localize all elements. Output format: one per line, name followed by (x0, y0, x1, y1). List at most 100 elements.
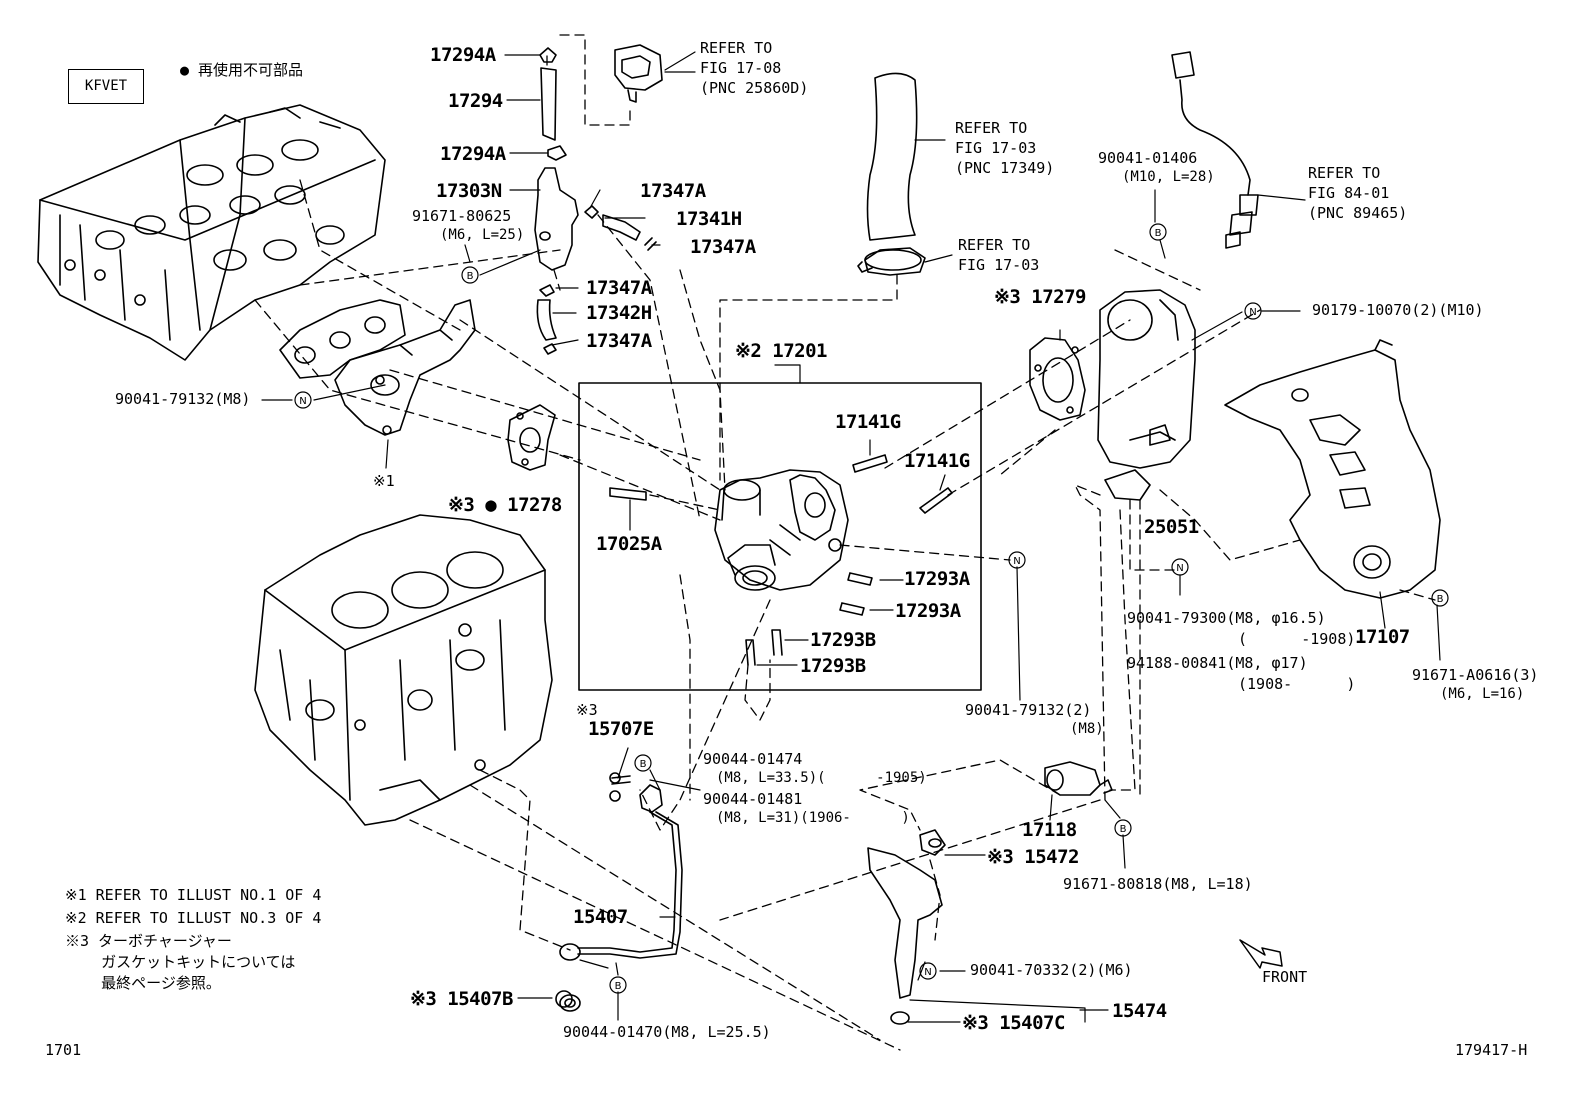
callout-90044-01474-spec: (M8, L=33.5)( -1905) (716, 770, 927, 786)
callout-91671-80625-spec: (M6, L=25) (440, 227, 525, 243)
svg-text:N: N (1013, 556, 1020, 567)
svg-text:B: B (1120, 824, 1127, 835)
svg-text:N: N (1176, 563, 1183, 574)
intake-hose-illustration (857, 72, 926, 276)
callout-17347A-3: 17347A (586, 277, 652, 299)
gasket-17278-illustration (507, 404, 556, 471)
callout-91671-80625: 91671-80625 (412, 207, 512, 225)
illustration-code: 179417-H (1455, 1041, 1528, 1059)
turbo-manifold-illustration (279, 299, 476, 436)
reference-fig-84-01: REFER TO FIG 84-01 (PNC 89465) (1308, 164, 1408, 222)
callout-17107: 17107 (1355, 626, 1410, 648)
note-1: ※1 REFER TO ILLUST NO.1 OF 4 (65, 886, 322, 904)
marker-glyphs: B B B B B B N N N N N (299, 228, 1443, 992)
callout-15472: ※3 15472 (987, 846, 1080, 868)
callout-91671-80818: 91671-80818(M8, L=18) (1063, 875, 1253, 893)
circled-markers (294, 223, 1449, 994)
callout-17141G-2: 17141G (904, 450, 970, 472)
page-code: 1701 (45, 1041, 82, 1059)
phantom-lines (254, 34, 1436, 1051)
callout-94188-00841: 94188-00841(M8, φ17) (1127, 654, 1308, 672)
turbocharger-illustration (714, 469, 849, 591)
callout-25051: 25051 (1144, 516, 1199, 538)
svg-text:B: B (1437, 594, 1444, 605)
callout-15707E-mark: ※3 (576, 701, 598, 719)
callout-17293B-1: 17293B (810, 629, 876, 651)
svg-text:B: B (615, 981, 622, 992)
engine-code-box: KFVET (68, 69, 144, 104)
callout-90044-01481-spec: (M8, L=31)(1906- ) (716, 810, 910, 826)
callout-90041-79132-2: 90041-79132(2) (965, 701, 1092, 719)
oil-feed-pipe-illustration (555, 772, 683, 1012)
svg-text:N: N (299, 396, 306, 407)
svg-text:B: B (1155, 228, 1162, 239)
note-2: ※2 REFER TO ILLUST NO.3 OF 4 (65, 909, 322, 927)
callout-90044-01470: 90044-01470(M8, L=25.5) (563, 1023, 771, 1041)
svg-text:N: N (1249, 307, 1256, 318)
svg-text:B: B (467, 271, 474, 282)
stud-bolts-illustration (609, 454, 953, 666)
turbo-assembly-frame (578, 382, 982, 691)
callout-17278: ※3 ● 17278 (448, 494, 562, 516)
legend-non-reusable: ● 再使用不可部品 (180, 61, 304, 79)
gasket-17279-illustration (1029, 337, 1086, 421)
leader-lines (261, 51, 1441, 1023)
callout-15407B: ※3 15407B (410, 988, 513, 1010)
callout-17347A-1: 17347A (640, 180, 706, 202)
cylinder-head-illustration (37, 104, 386, 361)
svg-text:N: N (924, 967, 931, 978)
callout-17293A-2: 17293A (895, 600, 961, 622)
callout-90041-79132-2-spec: (M8) (1070, 721, 1104, 737)
callout-90041-01406: 90041-01406 (1098, 149, 1198, 167)
callout-91671-A0616-spec: (M6, L=16) (1440, 686, 1525, 702)
callout-17293B-2: 17293B (800, 655, 866, 677)
reference-fig-17-03-b: REFER TO FIG 17-03 (958, 236, 1040, 274)
callout-94188-00841-date: (1908- ) (1238, 675, 1356, 693)
callout-17294: 17294 (448, 90, 503, 112)
callout-15407C: ※3 15407C (962, 1012, 1065, 1034)
marker-n (294, 302, 1262, 980)
reference-fig-17-08: REFER TO FIG 17-08 (PNC 25860D) (700, 39, 809, 97)
sensor-connector-illustration (614, 44, 663, 103)
svg-text:B: B (640, 759, 647, 770)
callout-17303N: 17303N (436, 180, 502, 202)
front-label: FRONT (1262, 968, 1308, 986)
callout-17341H: 17341H (676, 208, 742, 230)
turbo-assembly-leader (774, 364, 801, 384)
note-3: ※3 ターボチャージャー ガスケットキットについては 最終ページ参照。 (65, 932, 296, 992)
callout-17279: ※3 17279 (994, 286, 1087, 308)
callout-90041-01406-spec: (M10, L=28) (1122, 169, 1215, 185)
callout-17342H: 17342H (586, 302, 652, 324)
callout-90041-79132: 90041-79132(M8) (115, 390, 251, 408)
callout-17347A-4: 17347A (586, 330, 652, 352)
front-arrow-icon (1239, 939, 1283, 969)
callout-17293A-1: 17293A (904, 568, 970, 590)
callout-15474: 15474 (1112, 1000, 1167, 1022)
callout-17347A-2: 17347A (690, 236, 756, 258)
callout-17294A-mid: 17294A (440, 143, 506, 165)
callout-17201: ※2 17201 (735, 340, 828, 362)
cylinder-block-illustration (254, 514, 553, 826)
callout-91671-A0616: 91671-A0616(3) (1412, 666, 1539, 684)
marker-b (461, 223, 1449, 994)
heat-insulator-illustration (1224, 339, 1441, 599)
callout-17118: 17118 (1022, 819, 1077, 841)
callout-90044-01474: 90044-01474 (703, 750, 803, 768)
callout-17141G-1: 17141G (835, 411, 901, 433)
callout-90041-79300: 90041-79300(M8, φ16.5) (1127, 609, 1326, 627)
callout-ref1: ※1 (373, 472, 395, 490)
reference-fig-17-03-a: REFER TO FIG 17-03 (PNC 17349) (955, 119, 1055, 177)
oxygen-sensor-illustration (1171, 51, 1259, 249)
callout-17025A: 17025A (596, 533, 662, 555)
callout-17294A-top: 17294A (430, 44, 496, 66)
callout-15407: 15407 (573, 906, 628, 928)
callout-90041-70332: 90041-70332(2)(M6) (970, 961, 1133, 979)
catalytic-converter-illustration (1097, 289, 1196, 501)
callout-90179-10070: 90179-10070(2)(M10) (1312, 301, 1484, 319)
callout-15707E: 15707E (588, 718, 654, 740)
callout-90041-79300-date: ( -1908) (1238, 630, 1356, 648)
callout-90044-01481: 90044-01481 (703, 790, 803, 808)
oil-return-pipe-illustration (867, 761, 1113, 1025)
